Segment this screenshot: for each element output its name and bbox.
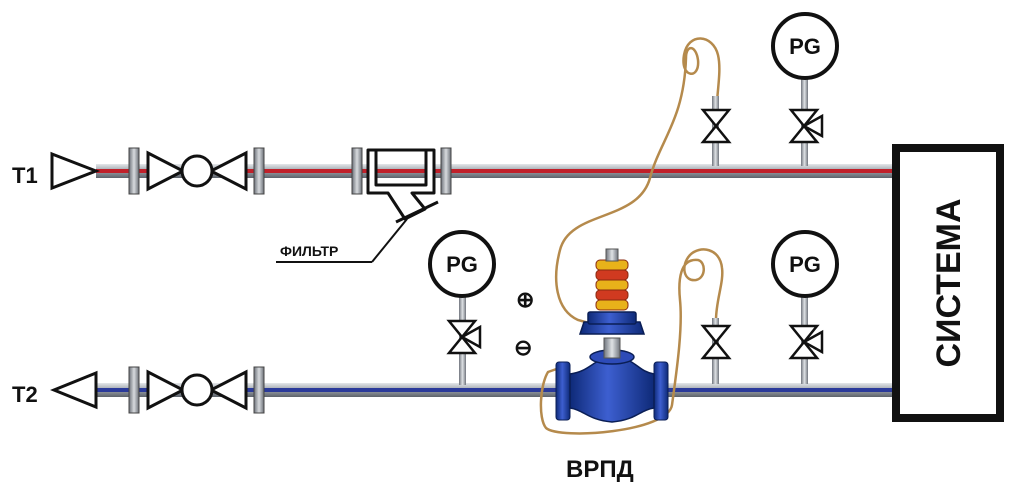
gauge-label: PG <box>789 252 821 277</box>
y-strainer-icon <box>276 147 452 263</box>
return-label: T2 <box>12 382 38 407</box>
impulse-tube-return <box>539 248 724 435</box>
return-ball-valve-icon <box>128 366 265 414</box>
minus-port-label: ⊖ <box>514 335 532 360</box>
plus-port-label: ⊕ <box>516 287 534 312</box>
gauge-label: PG <box>789 34 821 59</box>
pressure-regulator-icon <box>555 248 669 423</box>
gauge-label: PG <box>446 252 478 277</box>
regulator-label: ВРПД <box>566 456 634 483</box>
supply-ball-valve-icon <box>128 147 265 195</box>
supply-pressure-gauge-icon: PG <box>771 12 839 166</box>
return-left-pressure-gauge-icon: PG <box>428 230 496 385</box>
return-needle-valve-1-icon <box>700 318 732 384</box>
supply-needle-valve-1-icon <box>700 96 732 166</box>
supply-label: T1 <box>12 163 38 188</box>
system-box: СИСТЕМА <box>892 144 1004 422</box>
return-outlet-arrow-icon <box>50 370 98 410</box>
system-label: СИСТЕМА <box>930 198 968 367</box>
supply-pipe <box>96 164 896 178</box>
return-pipe <box>96 383 896 397</box>
impulse-tube-supply <box>554 37 721 327</box>
supply-inlet-arrow-icon <box>50 151 101 191</box>
filter-label: ФИЛЬТР <box>280 243 338 259</box>
return-right-pressure-gauge-icon: PG <box>771 230 839 384</box>
